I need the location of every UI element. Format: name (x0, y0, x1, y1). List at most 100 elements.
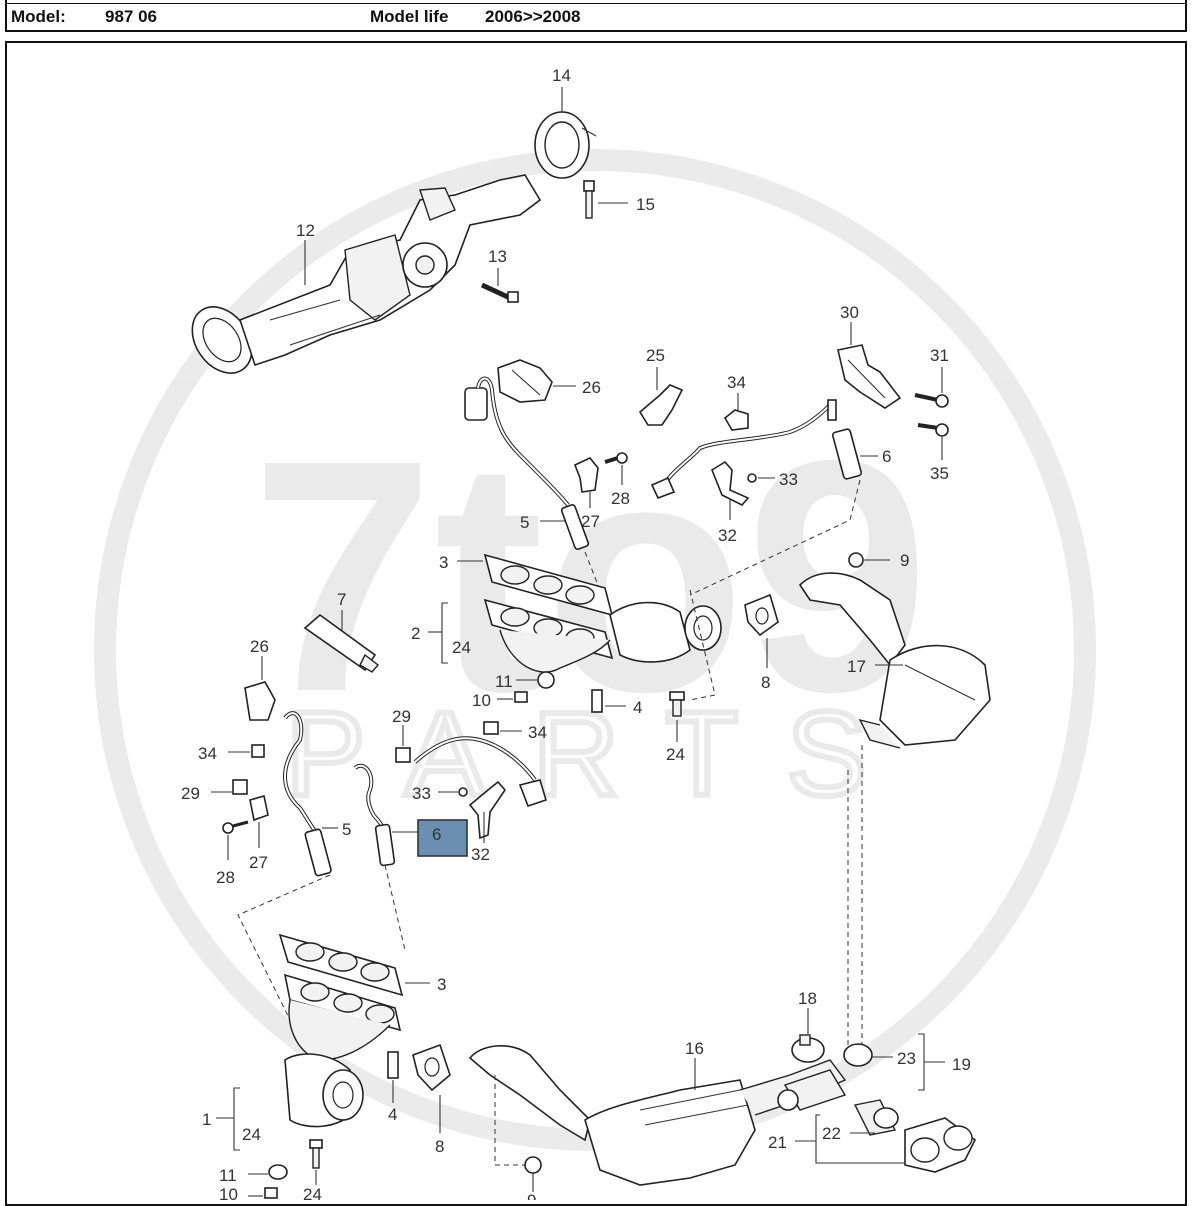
callout-8-upper[interactable]: 8 (761, 673, 770, 692)
part-4-stud-lower[interactable] (387, 1051, 399, 1079)
callout-24-lower-screw[interactable]: 24 (303, 1185, 322, 1200)
part-3-gasket-lower[interactable] (278, 933, 404, 997)
callout-21[interactable]: 21 (768, 1133, 787, 1152)
part-29-clip-middle[interactable] (395, 747, 411, 763)
callout-33-top[interactable]: 33 (779, 470, 798, 489)
part-34-clip-middle-left[interactable] (251, 744, 265, 758)
callout-10-lower[interactable]: 10 (219, 1185, 238, 1200)
callout-18[interactable]: 18 (798, 989, 817, 1008)
callout-29-left[interactable]: 29 (181, 784, 200, 803)
callout-16[interactable]: 16 (685, 1039, 704, 1058)
callout-34-middle-right[interactable]: 34 (528, 723, 547, 742)
part-26-connector-clip-top[interactable] (497, 359, 553, 403)
callout-4-upper[interactable]: 4 (633, 698, 642, 717)
callout-14[interactable]: 14 (552, 66, 571, 85)
callout-10-upper[interactable]: 10 (472, 691, 491, 710)
part-24-screw-lower[interactable] (309, 1139, 323, 1169)
part-14-clamp-ring[interactable] (534, 111, 597, 179)
part-8-gasket-upper[interactable] (744, 593, 779, 637)
part-29-clip-left[interactable] (232, 779, 248, 795)
part-18-clamp[interactable] (791, 1034, 825, 1063)
part-7-sealant-tube[interactable] (303, 613, 380, 673)
part-28-screw-left[interactable] (222, 820, 249, 834)
callout-5-lower[interactable]: 5 (342, 820, 351, 839)
part-33-fastener-top[interactable] (747, 473, 757, 483)
callout-34-top[interactable]: 34 (727, 373, 746, 392)
callout-12[interactable]: 12 (296, 221, 315, 240)
callout-3-top[interactable]: 3 (439, 553, 448, 572)
callout-3-lower[interactable]: 3 (437, 975, 446, 994)
part-10-nut-lower[interactable] (264, 1187, 278, 1199)
part-6-oxygen-sensor-lower[interactable] (353, 736, 547, 867)
part-12-mounting-bracket[interactable] (180, 174, 542, 384)
callout-24-upper-bracket[interactable]: 24 (452, 638, 471, 657)
callout-11-lower[interactable]: 11 (219, 1166, 237, 1185)
part-34-clip-top[interactable] (723, 409, 749, 431)
callout-32-top[interactable]: 32 (718, 526, 737, 545)
highlight-box[interactable] (417, 819, 468, 857)
callout-35[interactable]: 35 (930, 464, 949, 483)
callout-25[interactable]: 25 (646, 346, 665, 365)
part-32-bracket-middle[interactable] (468, 780, 507, 840)
part-25-bracket[interactable] (638, 384, 684, 426)
part-3-gasket-upper[interactable] (483, 553, 614, 617)
callout-27-left[interactable]: 27 (249, 853, 268, 872)
callout-6-top[interactable]: 6 (882, 447, 891, 466)
callout-24-upper-screw[interactable]: 24 (666, 745, 685, 764)
callout-1[interactable]: 1 (202, 1110, 211, 1129)
callout-17[interactable]: 17 (847, 657, 866, 676)
part-4-stud-upper[interactable] (591, 689, 603, 713)
highlight-callout-6[interactable]: 6 (392, 819, 468, 857)
part-34-clip-middle-right[interactable] (483, 721, 499, 735)
callout-13[interactable]: 13 (488, 247, 507, 266)
part-22-clamp[interactable] (873, 1107, 899, 1129)
callout-2[interactable]: 2 (411, 624, 420, 643)
part-33-fastener-middle[interactable] (458, 787, 468, 797)
callout-9-top[interactable]: 9 (900, 551, 909, 570)
part-6-oxygen-sensor-top[interactable] (650, 399, 863, 500)
part-28-screw-top[interactable] (604, 452, 628, 464)
callout-22[interactable]: 22 (822, 1124, 841, 1143)
part-30-bracket[interactable] (837, 344, 902, 409)
part-31-screw[interactable] (914, 393, 949, 408)
callout-28-top[interactable]: 28 (611, 489, 630, 508)
callout-15[interactable]: 15 (636, 195, 655, 214)
part-9-nut-top[interactable] (848, 552, 864, 568)
callout-23[interactable]: 23 (897, 1049, 916, 1068)
part-13-bolt[interactable] (480, 282, 519, 303)
part-24-screw-upper[interactable] (669, 691, 685, 717)
callout-34-middle-left[interactable]: 34 (198, 744, 217, 763)
callout-30[interactable]: 30 (840, 303, 859, 322)
callout-26-top[interactable]: 26 (582, 378, 601, 397)
part-9-nut-lower[interactable] (524, 1156, 542, 1174)
callout-28-left[interactable]: 28 (216, 868, 235, 887)
part-2-exhaust-manifold-upper[interactable] (483, 598, 722, 673)
part-23-clamp[interactable] (843, 1043, 873, 1067)
part-1-exhaust-manifold-lower[interactable] (283, 973, 402, 1128)
part-21-tailpipe[interactable] (777, 1069, 977, 1173)
callout-33-middle[interactable]: 33 (412, 784, 431, 803)
part-10-nut-upper[interactable] (514, 691, 528, 703)
callout-7[interactable]: 7 (337, 590, 346, 609)
callout-5-top[interactable]: 5 (520, 513, 529, 532)
callout-8-lower[interactable]: 8 (435, 1137, 444, 1156)
part-5-oxygen-sensor-top[interactable] (464, 376, 590, 551)
callout-11-upper[interactable]: 11 (495, 672, 513, 691)
part-8-gasket-lower[interactable] (412, 1043, 451, 1092)
callout-24-lower-bracket[interactable]: 24 (242, 1125, 261, 1144)
part-26-connector-clip-middle[interactable] (244, 681, 276, 721)
part-32-bracket-top[interactable] (711, 460, 750, 506)
callout-27-top[interactable]: 27 (581, 512, 600, 531)
callout-19[interactable]: 19 (952, 1055, 971, 1074)
callout-32-middle[interactable]: 32 (471, 845, 490, 864)
part-17-rear-silencer[interactable] (798, 572, 991, 749)
part-27-clip-top[interactable] (573, 457, 599, 493)
part-11-washer-lower[interactable] (268, 1164, 288, 1180)
callout-9-lower[interactable]: 9 (527, 1191, 536, 1200)
part-15-bolt[interactable] (583, 180, 595, 219)
callout-4-lower[interactable]: 4 (388, 1105, 397, 1124)
part-5-oxygen-sensor-lower[interactable] (283, 711, 332, 877)
part-11-washer-upper[interactable] (537, 671, 555, 689)
callout-26-middle[interactable]: 26 (250, 637, 269, 656)
callout-31[interactable]: 31 (930, 346, 949, 365)
